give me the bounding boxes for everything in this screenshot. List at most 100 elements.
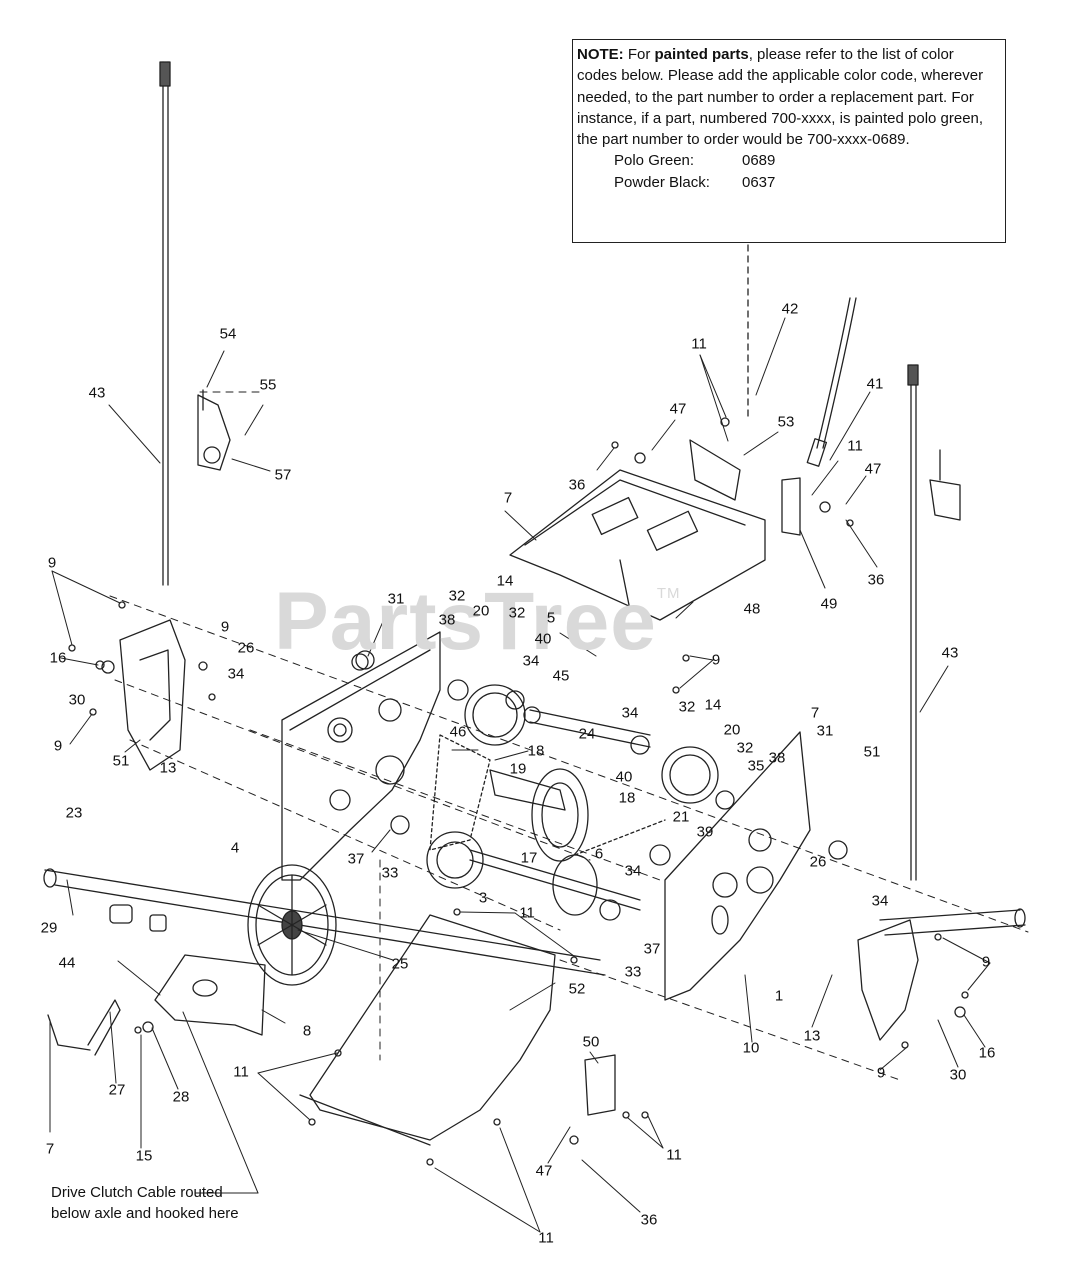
part-number-callout: 11 xyxy=(538,1229,554,1247)
part-number-callout: 34 xyxy=(621,704,639,722)
right-side-plate xyxy=(664,731,811,1001)
routing-note: Drive Clutch Cable routed below axle and… xyxy=(51,1184,239,1222)
part-number-callout: 9 xyxy=(981,953,991,971)
note-paragraph: NOTE: For painted parts, please refer to… xyxy=(577,44,995,150)
part-number-callout: 3 xyxy=(478,889,488,907)
right-bracket-51 xyxy=(828,840,919,1041)
color-code-row: Polo Green: 0689 xyxy=(577,150,995,171)
part-number-callout: 32 xyxy=(508,604,526,622)
part-number-callout: 21 xyxy=(672,808,690,826)
part-number-callout: 53 xyxy=(777,413,795,431)
part-number-callout: 18 xyxy=(618,789,636,807)
control-rods xyxy=(159,61,919,881)
part-number-callout: 45 xyxy=(552,667,570,685)
part-number-callout: 18 xyxy=(527,742,545,760)
left-bracket-51 xyxy=(101,619,186,771)
part-number-callout: 32 xyxy=(448,587,466,605)
part-number-callout: 31 xyxy=(387,590,405,608)
part-number-callout: 6 xyxy=(594,845,604,863)
part-number-callout: 26 xyxy=(237,639,255,657)
part-number-callout: 7 xyxy=(810,704,820,722)
part-number-callout: 55 xyxy=(259,376,277,394)
part-number-callout: 47 xyxy=(535,1162,553,1180)
part-number-callout: 1 xyxy=(774,987,784,1005)
part-number-callout: 9 xyxy=(876,1064,886,1082)
part-number-callout: 38 xyxy=(438,611,456,629)
color-code-row: Powder Black: 0637 xyxy=(577,172,995,193)
part-number-callout: 11 xyxy=(519,904,535,922)
part-number-callout: 34 xyxy=(624,862,642,880)
shift-linkage xyxy=(197,389,961,1116)
drive-chain xyxy=(429,734,491,851)
part-number-callout: 46 xyxy=(449,723,467,741)
part-number-callout: 10 xyxy=(742,1039,760,1057)
part-number-callout: 14 xyxy=(496,572,514,590)
watermark: PartsTreeTM xyxy=(274,575,680,669)
upper-frame xyxy=(509,439,766,621)
gear-sprockets xyxy=(355,650,735,921)
part-number-callout: 33 xyxy=(624,963,642,981)
part-number-callout: 16 xyxy=(49,649,67,667)
part-number-callout: 29 xyxy=(40,919,58,937)
part-number-callout: 32 xyxy=(736,739,754,757)
color-name: Polo Green: xyxy=(614,152,695,170)
note-text-1: For xyxy=(623,46,655,63)
part-number-callout: 50 xyxy=(582,1033,600,1051)
part-number-callout: 52 xyxy=(568,980,586,998)
shafts xyxy=(469,709,651,911)
note-bold-text: painted parts xyxy=(654,46,749,63)
part-number-callout: 47 xyxy=(864,460,882,478)
part-number-callout: 54 xyxy=(219,325,237,343)
color-code: 0637 xyxy=(742,173,776,191)
part-number-callout: 36 xyxy=(568,476,586,494)
part-number-callout: 24 xyxy=(578,725,596,743)
color-name: Powder Black: xyxy=(614,173,710,191)
part-number-callout: 4 xyxy=(230,839,240,857)
part-number-callout: 40 xyxy=(615,768,633,786)
part-number-callout: 44 xyxy=(58,954,76,972)
part-number-callout: 19 xyxy=(509,760,527,778)
axle-tube xyxy=(43,868,606,976)
part-number-callout: 37 xyxy=(643,940,661,958)
part-number-callout: 5 xyxy=(546,609,556,627)
watermark-text: PartsTree xyxy=(274,576,657,667)
part-number-callout: 11 xyxy=(666,1146,682,1164)
part-number-callout: 32 xyxy=(678,698,696,716)
part-number-callout: 17 xyxy=(520,849,538,867)
part-number-callout: 16 xyxy=(978,1044,996,1062)
part-number-callout: 31 xyxy=(816,722,834,740)
part-number-callout: 20 xyxy=(472,602,490,620)
part-number-callout: 43 xyxy=(88,384,106,402)
part-number-callout: 51 xyxy=(112,752,130,770)
part-number-callout: 13 xyxy=(803,1027,821,1045)
part-number-callout: 38 xyxy=(768,749,786,767)
part-number-callout: 11 xyxy=(691,335,707,353)
part-number-callout: 51 xyxy=(863,743,881,761)
part-number-callout: 28 xyxy=(172,1088,190,1106)
part-number-callout: 9 xyxy=(47,554,57,572)
part-number-callout: 15 xyxy=(135,1147,153,1165)
part-number-callout: 9 xyxy=(220,618,230,636)
leader-lines xyxy=(49,317,991,1233)
part-number-callout: 39 xyxy=(696,823,714,841)
part-number-callout: 48 xyxy=(743,600,761,618)
part-number-callout: 34 xyxy=(871,892,889,910)
part-number-callout: 33 xyxy=(381,864,399,882)
part-number-callout: 27 xyxy=(108,1081,126,1099)
part-number-callout: 9 xyxy=(711,651,721,669)
part-number-callout: 23 xyxy=(65,804,83,822)
note-text-2: , please refer to the list of color code… xyxy=(577,46,984,149)
part-number-callout: 40 xyxy=(534,630,552,648)
part-number-callout: 37 xyxy=(347,850,365,868)
part-number-callout: 34 xyxy=(522,652,540,670)
part-number-callout: 49 xyxy=(820,595,838,613)
part-number-callout: 42 xyxy=(781,300,799,318)
part-number-callout: 13 xyxy=(159,759,177,777)
part-number-callout: 11 xyxy=(847,437,863,455)
note-label: NOTE: xyxy=(577,46,624,63)
part-number-callout: 25 xyxy=(391,955,409,973)
part-number-callout: 26 xyxy=(809,853,827,871)
part-number-callout: 41 xyxy=(866,375,884,393)
